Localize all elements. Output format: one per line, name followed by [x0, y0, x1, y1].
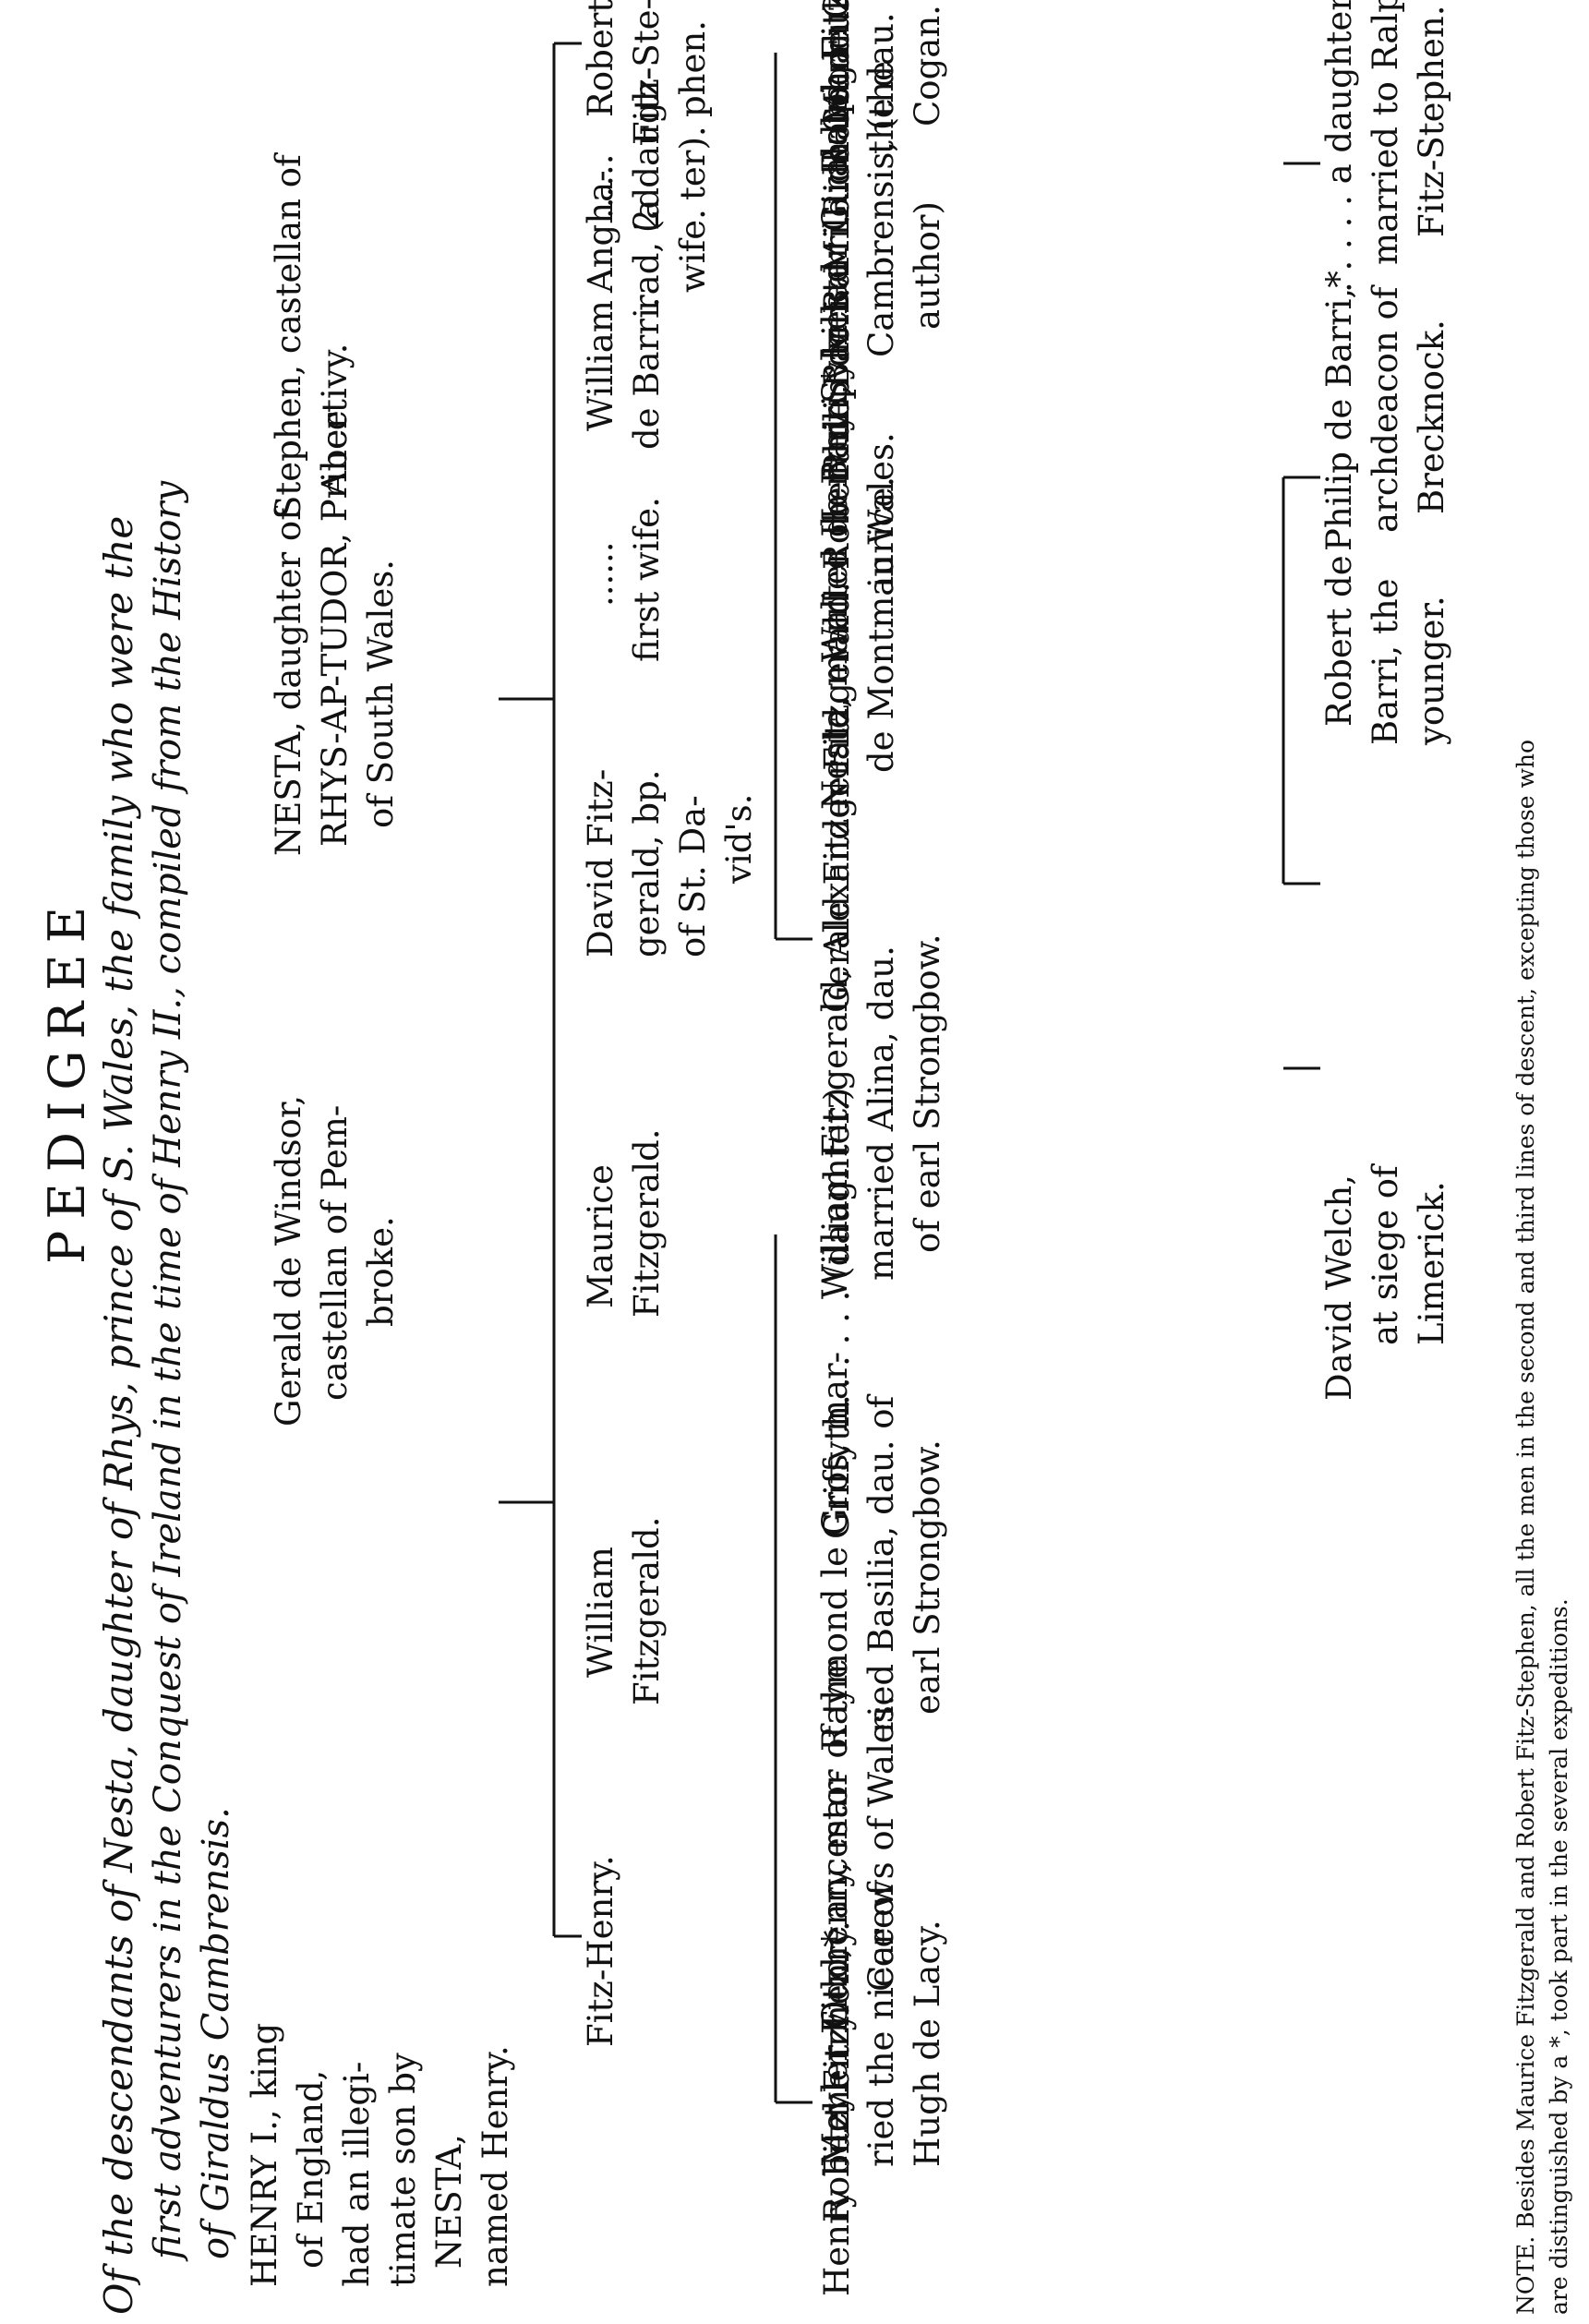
david-fitzgerald-line-1: David Fitz-: [581, 768, 620, 957]
stephen-line-2: Abertivy.: [315, 343, 355, 496]
anghared-line-3: wife.: [673, 209, 713, 293]
raymond-line-2: ried Basilia, dau. of: [861, 1395, 901, 1733]
david-fitzgerald-line-4: vid's.: [719, 793, 759, 884]
gerald-line-1: Gerald de Windsor,: [269, 1094, 308, 1427]
maurice-line-2: Fitzgerald.: [627, 1128, 667, 1318]
william-fitzgerald-child-line-3: of earl Strongbow.: [908, 933, 947, 1253]
daughter-ralph-line-2: married to Ralph: [1366, 0, 1405, 265]
nesta-line-3: of South Wales.: [361, 560, 401, 828]
william-fitzgerald-line-2: Fitzgerald.: [627, 1516, 667, 1705]
daughter-cogan-line-1: ......: [581, 153, 620, 219]
walter-line-2: in Wales.: [861, 432, 901, 588]
marduke: Marduke, died young.: [817, 0, 857, 126]
sylvester-line-3: author): [908, 201, 947, 330]
henry-i-line-2: of England,: [291, 2069, 331, 2269]
william-fitzgerald-line-1: William: [581, 1547, 620, 1678]
william-de-barri-line-1: William: [581, 300, 620, 431]
philip-archdeacon-line-3: Brecknock.: [1412, 319, 1451, 514]
robert-fitz-stephen-line-1: Robert: [581, 0, 620, 117]
robert-fitz-stephen-line-2: Fitz-Ste-: [627, 0, 667, 145]
henry-i-line-1: HENRY I., king: [245, 2022, 284, 2287]
intro-line-3: of Giraldus Cambrensis.: [195, 1807, 237, 2259]
nesta-line-1: NESTA, daughter of: [269, 508, 308, 856]
daughter-ralph-line-1: . . . . . a daughter,: [1319, 0, 1359, 293]
henry-i-line-4: timate son by: [383, 2053, 423, 2287]
henry-i-line-3: had an illegi-: [337, 2061, 377, 2287]
henry-fitzhenry: Henry Fitzhenry.: [817, 2005, 857, 2296]
philip-archdeacon-line-2: archdeacon of: [1366, 286, 1405, 534]
david-welch-line-3: Limerick.: [1412, 1181, 1451, 1345]
ralph-line-3: Cogan.: [908, 5, 947, 126]
henry-i-line-6: named Henry.: [475, 2045, 515, 2287]
note-line-1: NOTE. Besides Maurice Fitzgerald and Rob…: [1512, 739, 1539, 2315]
gerald-line-3: broke.: [361, 1216, 401, 1327]
william-de-barri-line-2: de Barri.: [627, 296, 667, 450]
william-fitzgerald-child-line-2: married Alina, dau.: [861, 945, 901, 1281]
note-line-2: are distinguished by a *, took part in t…: [1546, 1598, 1572, 2315]
gerald-line-2: castellan of Pem-: [315, 1104, 355, 1401]
robert-fitz-stephen-line-3: phen.: [673, 19, 713, 117]
henry-i-line-5: NESTA,: [429, 2134, 469, 2269]
first-wife-line-1: ......: [581, 541, 620, 607]
odo-line-2: Carews of Wales.: [861, 1694, 901, 1992]
robert-younger-line-1: Robert de: [1319, 555, 1359, 727]
stephen-line-1: Stephen, castellan of: [269, 154, 308, 519]
daughter-cogan-line-3: ter).: [673, 126, 713, 200]
raymond-line-3: earl Strongbow.: [908, 1439, 947, 1715]
david-fitzgerald-line-3: of St. Da-: [673, 795, 713, 957]
intro-line-2: first adventurers in the Conquest of Ire…: [147, 480, 189, 2259]
william-fitzgerald-child-line-1: William Fitzgerald,: [815, 968, 855, 1299]
david-welch-line-1: David Welch,: [1319, 1174, 1359, 1401]
robert-younger-line-2: Barri, the: [1366, 578, 1405, 745]
fitz-henry: Fitz-Henry.: [581, 1855, 620, 2047]
david-welch-line-2: at siege of: [1366, 1165, 1405, 1345]
first-wife-line-2: first wife.: [627, 497, 667, 662]
meyler-line-3: Hugh de Lacy.: [908, 1920, 947, 2167]
david-fitzgerald-line-2: gerald, bp.: [627, 769, 667, 958]
robert-younger-line-3: younger.: [1412, 596, 1451, 745]
maurice-line-1: Maurice: [581, 1164, 620, 1308]
ralph-line-2: the dau. of Milo de: [861, 0, 901, 154]
page-title: PEDIGREE: [38, 895, 96, 1264]
intro-line-1: Of the descendants of Nesta, daughter of…: [96, 515, 141, 2315]
philip-archdeacon-line-1: Philip de Barri,*: [1319, 271, 1359, 551]
griffyth: Griffyth.: [817, 1394, 857, 1539]
daughter-ralph-line-3: Fitz-Stephen.: [1412, 5, 1451, 237]
